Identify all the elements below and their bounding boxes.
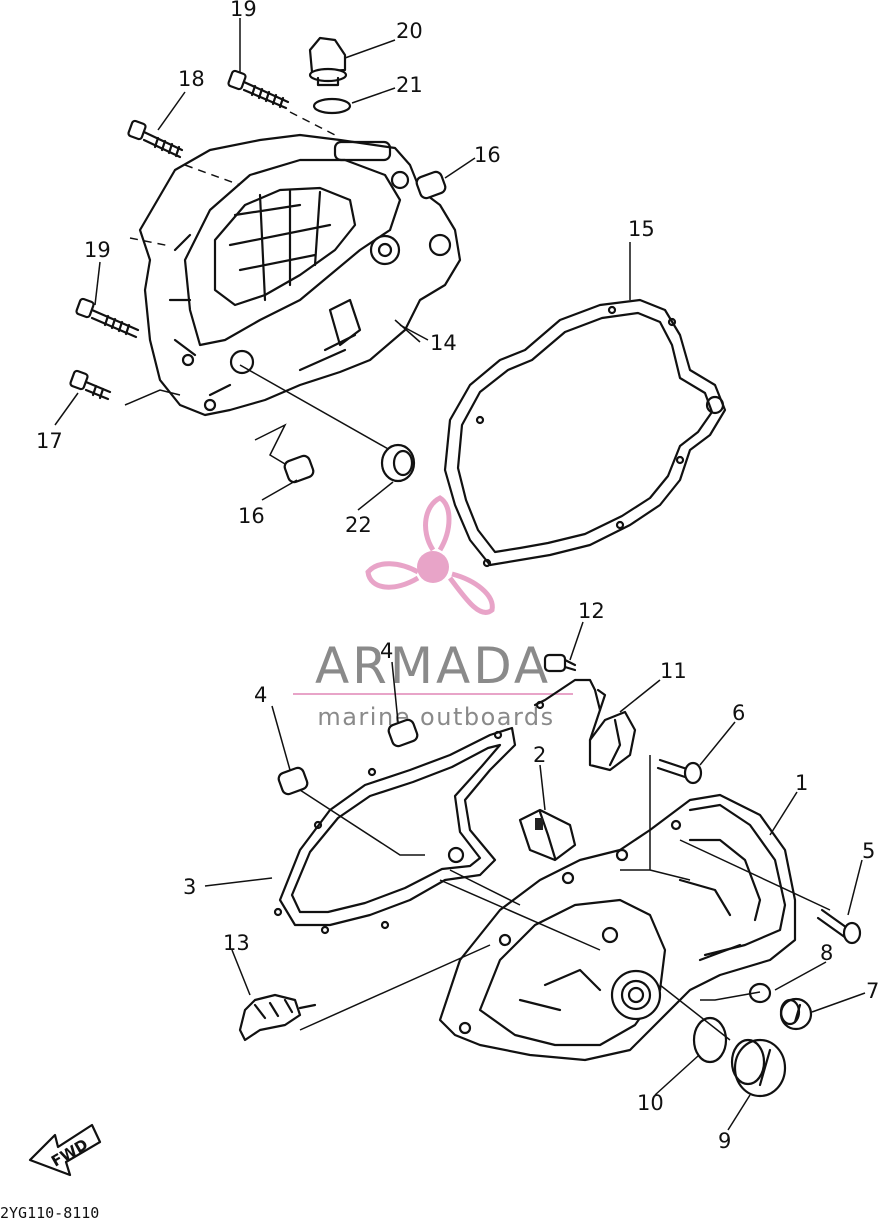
armada-logo <box>365 495 495 615</box>
callout-1: 1 <box>795 771 808 795</box>
gasket-15 <box>443 298 727 568</box>
callout-10: 10 <box>637 1091 664 1115</box>
o-ring-8 <box>748 982 772 1004</box>
bolt-5 <box>816 908 862 945</box>
callout-4-right: 4 <box>380 639 393 663</box>
oil-seal-22 <box>380 443 416 483</box>
crankcase-cover-14 <box>138 133 462 417</box>
callout-19-left: 19 <box>84 238 111 262</box>
callout-17: 17 <box>36 429 63 453</box>
watermark-brand: ARMADA <box>315 637 551 695</box>
gasket-3 <box>273 726 517 935</box>
bolt-19-left <box>75 297 140 339</box>
callout-4-left: 4 <box>254 683 267 707</box>
screw-12 <box>543 653 577 673</box>
callout-15: 15 <box>628 217 655 241</box>
timing-plug-7 <box>779 997 813 1031</box>
bolt-6 <box>656 758 703 785</box>
callout-6: 6 <box>732 701 745 725</box>
callout-19-top: 19 <box>230 0 257 21</box>
bolt-18 <box>127 119 184 159</box>
watermark-tagline: marine outboards <box>317 703 554 731</box>
callout-8: 8 <box>820 941 833 965</box>
callout-18: 18 <box>178 67 205 91</box>
callout-9: 9 <box>718 1129 731 1153</box>
neutral-switch-2 <box>518 808 577 862</box>
callout-22: 22 <box>345 513 372 537</box>
cable-holder-11 <box>533 678 637 772</box>
callout-2: 2 <box>533 743 546 767</box>
crankcase-cover-1 <box>438 793 797 1062</box>
callout-11: 11 <box>660 659 687 683</box>
o-ring-21 <box>312 97 352 115</box>
dowel-pin-4-right <box>387 718 419 748</box>
dowel-pin-4-left <box>277 766 309 796</box>
callout-7: 7 <box>866 979 879 1003</box>
oil-filler-cap-20 <box>308 36 348 87</box>
callout-5: 5 <box>862 839 875 863</box>
dowel-pin-16-bottom <box>283 454 315 484</box>
lower-assembly-lines <box>299 755 831 1041</box>
upper-assembly-lines <box>124 111 421 471</box>
bolt-17 <box>69 369 112 401</box>
callout-14: 14 <box>430 331 457 355</box>
callout-21: 21 <box>396 73 423 97</box>
fwd-arrow-icon: FWD <box>28 1123 102 1177</box>
crankshaft-cap-9 <box>730 1038 787 1098</box>
callout-20: 20 <box>396 19 423 43</box>
callout-16-bottom: 16 <box>238 504 265 528</box>
callout-12: 12 <box>578 599 605 623</box>
callout-leaders <box>54 18 866 1131</box>
o-ring-10 <box>692 1016 728 1064</box>
callout-13: 13 <box>223 931 250 955</box>
dowel-pin-16-top <box>415 170 447 200</box>
callout-3: 3 <box>183 875 196 899</box>
callout-16-top: 16 <box>474 143 501 167</box>
clamp-13 <box>238 993 317 1042</box>
diagram-code: 2YG110-8110 <box>0 1204 99 1222</box>
bolt-19-top <box>227 69 290 110</box>
